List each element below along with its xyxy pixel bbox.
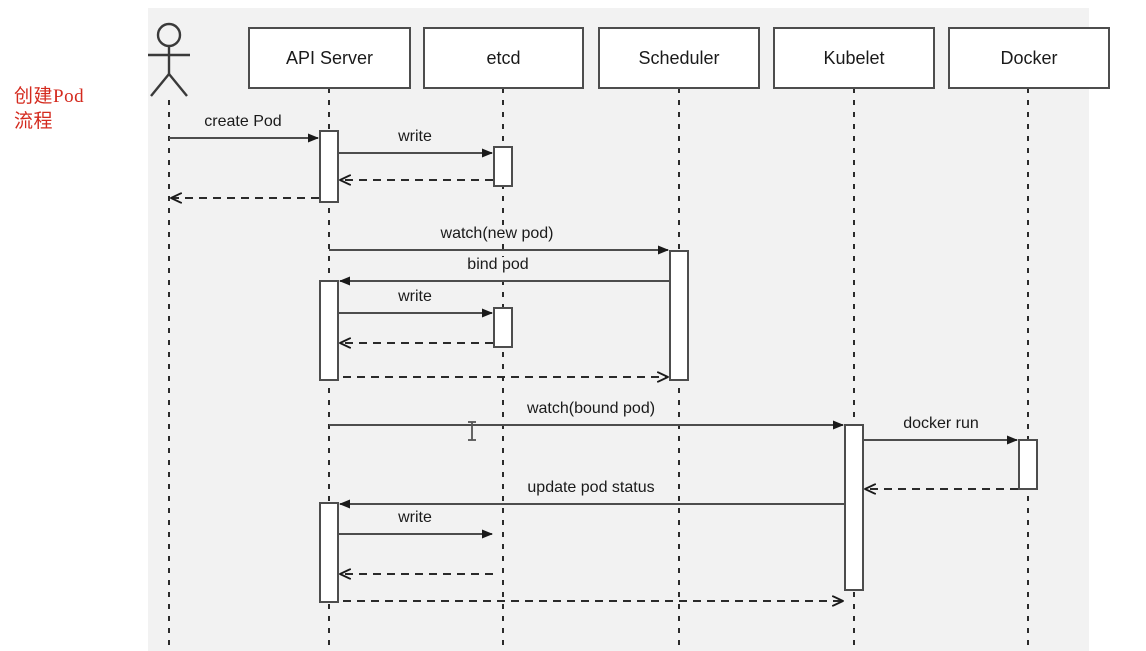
message-write-1-label: write <box>397 128 432 145</box>
participant-box-docker[interactable] <box>948 27 1110 89</box>
participant-label-kubelet: Kubelet <box>823 48 884 68</box>
participant-label-scheduler: Scheduler <box>638 48 719 68</box>
message-docker-run-label: docker run <box>903 415 979 432</box>
text-cursor-icon <box>468 421 476 441</box>
message-update-pod-status-label: update pod status <box>527 479 654 496</box>
message-create-pod-label: create Pod <box>204 113 281 130</box>
message-write-3-label-halo: write <box>397 509 432 526</box>
participant-box-api-server[interactable] <box>248 27 411 89</box>
message-watch-bound-pod-label: watch(bound pod) <box>526 400 655 417</box>
message-write-3-label: write <box>397 509 432 526</box>
message-update-pod-status-label-halo: update pod status <box>527 479 654 496</box>
activation-etcd-2 <box>493 307 513 348</box>
participant-box-etcd[interactable] <box>423 27 584 89</box>
message-write-2-label: write <box>397 288 432 305</box>
message-bind-pod-label: bind pod <box>467 256 528 273</box>
message-watch-new-pod-label-halo: watch(new pod) <box>440 225 554 242</box>
message-docker-run-label-halo: docker run <box>903 415 979 432</box>
messages-group <box>169 133 1018 601</box>
message-watch-bound-pod-label-halo: watch(bound pod) <box>526 400 655 417</box>
message-create-pod-label-halo: create Pod <box>204 113 281 130</box>
message-bind-pod-label-halo: bind pod <box>467 256 528 273</box>
participant-boxes-group: API Server etcd Scheduler Kubelet Docker <box>248 27 1110 89</box>
activation-etcd-1 <box>493 146 513 187</box>
participant-box-scheduler[interactable] <box>598 27 760 89</box>
activation-api-server-1 <box>319 130 339 203</box>
actor-icon <box>148 22 190 97</box>
annotation-create-pod-flow: 创建Pod 流程 <box>14 86 85 132</box>
activation-api-server-3 <box>319 502 339 603</box>
participant-label-docker: Docker <box>1000 48 1057 68</box>
message-write-2-label-halo: write <box>397 288 432 305</box>
activation-bars-group <box>319 130 1038 603</box>
participant-label-etcd: etcd <box>486 48 520 68</box>
message-watch-new-pod-label: watch(new pod) <box>440 225 554 242</box>
activation-api-server-2 <box>319 280 339 381</box>
activation-kubelet-1 <box>844 424 864 591</box>
activation-scheduler-1 <box>669 250 689 381</box>
participant-box-kubelet[interactable] <box>773 27 935 89</box>
activation-docker-1 <box>1018 439 1038 490</box>
message-write-1-label-halo: write <box>397 128 432 145</box>
diagram-canvas-background <box>148 8 1089 651</box>
participant-label-api-server: API Server <box>286 48 373 68</box>
